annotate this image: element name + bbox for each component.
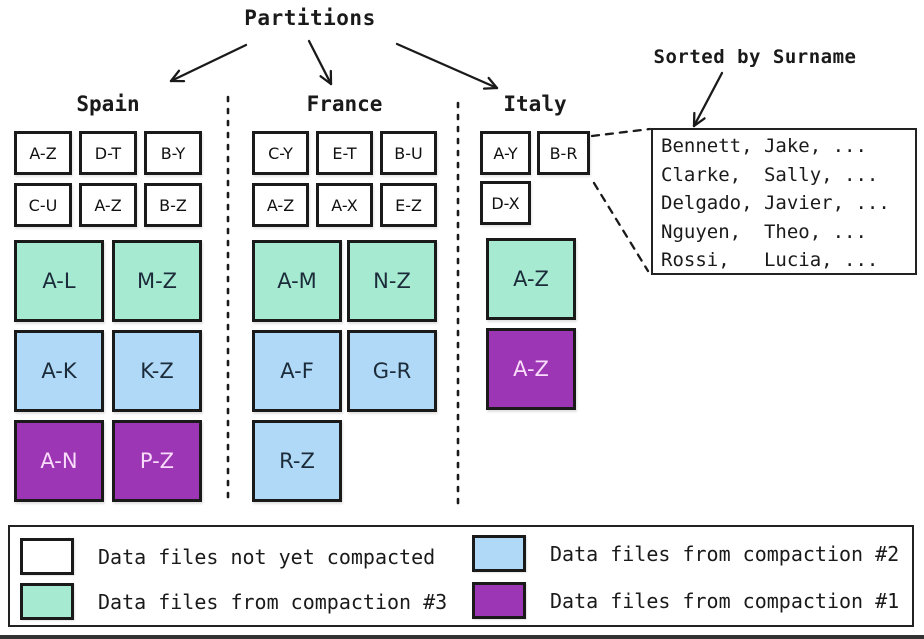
uncompacted-file-box: E-T <box>316 131 373 175</box>
connector-br-to-names-top <box>590 127 652 138</box>
name-row: Clarke, Sally, ... <box>661 163 879 186</box>
arrow-sorted-to-names-box <box>692 71 724 128</box>
sorted-names-box: Bennett, Jake, ... Clarke, Sally, ... De… <box>651 128 917 275</box>
partitions-title: Partitions <box>244 6 376 30</box>
uncompacted-file-box: E-Z <box>380 183 437 227</box>
uncompacted-file-box: B-R <box>537 131 590 175</box>
uncompacted-file-box: D-T <box>79 131 137 175</box>
uncompacted-file-box: A-Z <box>79 183 137 227</box>
compacted-file-box: A-K <box>14 330 104 412</box>
legend-label: Data files from compaction #2 <box>550 541 900 566</box>
compacted-file-box: P-Z <box>112 420 202 502</box>
uncompacted-file-box: D-X <box>480 181 531 225</box>
arrow-sorted-to-names-box-head <box>692 117 706 128</box>
legend-swatch-green <box>20 583 74 620</box>
sorted-by-surname-title: Sorted by Surname <box>653 46 857 68</box>
legend-label: Data files from compaction #1 <box>550 588 900 613</box>
compaction-row: R-Z <box>252 420 437 502</box>
legend-swatch-blue <box>472 535 526 572</box>
compacted-file-box: K-Z <box>112 330 202 412</box>
legend-label: Data files not yet compacted <box>98 544 436 569</box>
uncompacted-file-box: C-Y <box>252 131 309 175</box>
legend-swatch-purple <box>472 582 526 619</box>
partition-title: Italy <box>503 92 567 116</box>
compacted-file-box: R-Z <box>252 420 342 502</box>
arrow-partitions-to-italy <box>395 42 499 90</box>
uncompacted-file-box: B-Z <box>144 183 202 227</box>
name-row: Delgado, Javier, ... <box>661 192 890 215</box>
compacted-file-box: G-R <box>347 330 437 412</box>
uncompacted-file-box: B-Y <box>144 131 202 175</box>
arrow-partitions-to-france <box>307 39 333 86</box>
partition-title: Spain <box>76 92 140 116</box>
uncompacted-file-box: A-X <box>316 183 373 227</box>
arrow-partitions-to-spain <box>169 43 248 83</box>
legend-item-compaction-3: Data files from compaction #3 <box>20 583 447 620</box>
compacted-file-box: A-F <box>252 330 342 412</box>
legend-label: Data files from compaction #3 <box>98 589 448 614</box>
name-row: Bennett, Jake, ... <box>661 135 867 157</box>
name-row: Nguyen, Theo, ... <box>661 220 867 243</box>
uncompacted-file-box: A-Z <box>14 131 72 175</box>
image-bottom-edge <box>0 635 924 639</box>
partition-title: France <box>306 92 383 116</box>
compaction-row: A-Z <box>486 328 590 410</box>
legend-item-compaction-1: Data files from compaction #1 <box>472 582 899 619</box>
legend-item-compaction-2: Data files from compaction #2 <box>472 535 899 572</box>
arrow-partitions-to-italy-head <box>487 76 499 90</box>
uncompacted-file-box: A-Z <box>252 183 309 227</box>
compacted-file-box: A-Z <box>486 238 576 320</box>
compacted-file-box: A-M <box>252 240 342 322</box>
name-row: Rossi, Lucia, ... <box>661 249 879 272</box>
legend-item-uncompacted: Data files not yet compacted <box>20 538 435 575</box>
compacted-file-box: A-L <box>14 240 104 322</box>
legend: Data files not yet compacted Data files … <box>8 525 914 627</box>
uncompacted-file-box: C-U <box>14 183 72 227</box>
uncompacted-file-box: A-Y <box>480 131 531 175</box>
compacted-file-box: M-Z <box>112 240 202 322</box>
legend-swatch-white <box>20 538 74 575</box>
arrow-partitions-to-spain-head <box>169 69 181 83</box>
connector-br-to-names-bottom <box>592 181 650 273</box>
arrow-partitions-to-italy-head <box>482 86 499 90</box>
compaction-row: A-Z <box>486 238 590 320</box>
compacted-file-box: A-N <box>14 420 104 502</box>
uncompacted-file-box: B-U <box>380 131 437 175</box>
compacted-file-box: N-Z <box>347 240 437 322</box>
compacted-file-box: A-Z <box>486 328 576 410</box>
arrow-partitions-to-france-head <box>319 75 333 86</box>
